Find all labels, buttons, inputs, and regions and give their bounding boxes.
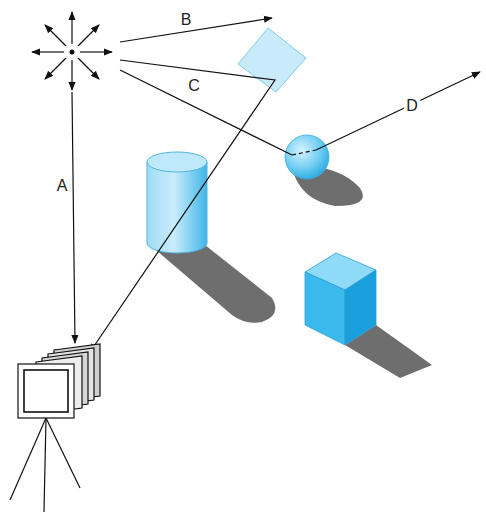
- ray-label: C: [186, 77, 202, 95]
- camera: [10, 344, 100, 512]
- sphere: [285, 135, 329, 179]
- cylinder-shadow: [150, 245, 275, 323]
- cube: [305, 253, 376, 345]
- ray-label: B: [179, 11, 194, 29]
- light-source: [32, 12, 112, 90]
- ray-label: A: [55, 177, 70, 195]
- cylinder: [147, 152, 207, 253]
- light-rays: [72, 18, 480, 352]
- ray-label: D: [404, 97, 420, 115]
- translucent-square: [238, 28, 306, 92]
